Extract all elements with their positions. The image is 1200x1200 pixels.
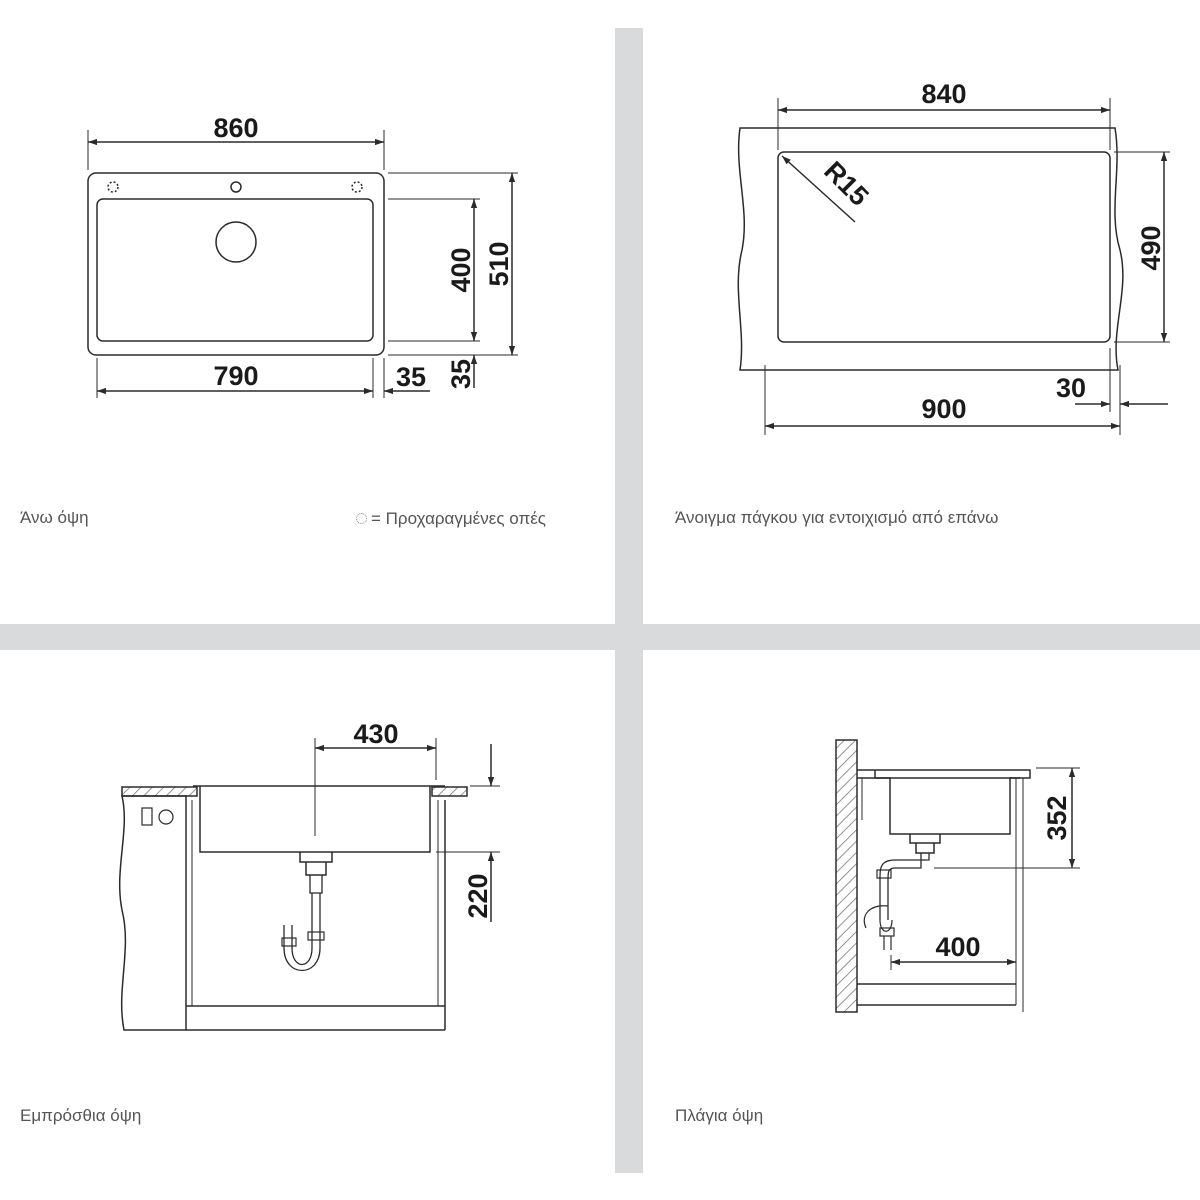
tap-hole-icon [230, 181, 242, 193]
dim-400-side: 400 [935, 932, 980, 962]
siphon-trap-side [863, 905, 893, 932]
sink-bowl [193, 785, 445, 853]
prepunched-hole-icon [356, 513, 367, 525]
side-view-drawing [835, 739, 1080, 1013]
dim-35-bottom: 35 [446, 359, 476, 389]
countertop-cutout-outline [737, 127, 1124, 371]
dim-352: 352 [1042, 795, 1072, 840]
drain-fitting-side [909, 834, 941, 854]
dim-510: 510 [484, 241, 514, 286]
caption-cutout: Άνοιγμα πάγκου για εντοιχισμό από επάνω [675, 508, 999, 527]
dim-860: 860 [213, 113, 258, 143]
caption-side-view: Πλάγια όψη [675, 1106, 764, 1125]
separator-horizontal-left [0, 624, 615, 650]
prepunched-hole-icon [107, 181, 119, 193]
separator-vertical [615, 28, 643, 1173]
dim-220: 220 [463, 873, 493, 918]
bowl-outline [96, 198, 374, 342]
prepunched-hole-icon [351, 181, 363, 193]
counter-side [857, 769, 1031, 779]
front-view-drawing [118, 738, 500, 1031]
dim-790: 790 [213, 361, 258, 391]
dim-400: 400 [446, 247, 476, 292]
legend-prepunched-holes: = Προχαραγμένες οπές [356, 509, 546, 529]
side-cabinet [118, 795, 187, 1031]
drain-circle [215, 221, 257, 263]
legend-text: = Προχαραγμένες οπές [371, 509, 546, 528]
siphon-trap [283, 925, 321, 972]
separator-horizontal-right [643, 624, 1200, 650]
dim-r15: R15 [818, 156, 874, 212]
socket-icon [141, 807, 153, 826]
counter-left [121, 786, 198, 797]
dim-490: 490 [1136, 225, 1166, 270]
dim-30: 30 [1056, 373, 1086, 403]
drain-fitting [299, 852, 333, 876]
dim-840: 840 [921, 79, 966, 109]
caption-front-view: Εμπρόσθια όψη [20, 1106, 142, 1125]
socket-round-icon [158, 809, 174, 825]
dim-900: 900 [921, 394, 966, 424]
sink-bowl-side [874, 770, 1020, 835]
dim-35-right: 35 [396, 362, 426, 392]
dim-430: 430 [353, 719, 398, 749]
caption-top-view: Άνω όψη [20, 508, 89, 527]
wall-hatched [835, 739, 858, 1013]
cutout-drawing [737, 98, 1170, 435]
top-view-drawing [87, 130, 518, 398]
cutout-rectangle [777, 151, 1111, 343]
sink-outline [87, 172, 385, 356]
counter-right [431, 786, 468, 797]
